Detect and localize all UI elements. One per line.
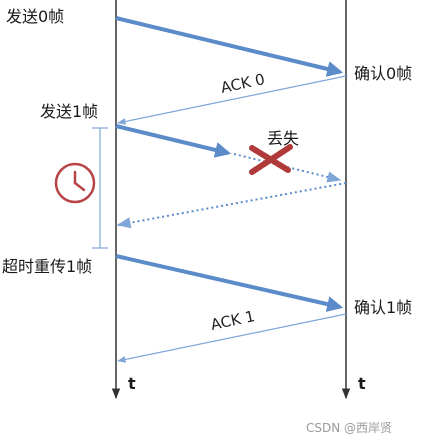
watermark: CSDN @西岸贤 xyxy=(306,421,392,435)
frame-0-arrow xyxy=(115,16,344,77)
frame-1-resend-arrow xyxy=(115,254,344,312)
label-confirm-frame-0: 确认0帧 xyxy=(354,64,412,83)
timeout-dotted xyxy=(116,182,347,229)
lost-frame-dotted xyxy=(233,153,342,183)
label-time-left: t xyxy=(128,374,136,393)
label-lost: 丢失 xyxy=(267,129,299,148)
ack-1-arrow xyxy=(117,313,347,363)
label-time-right: t xyxy=(358,374,366,393)
label-ack-0: ACK 0 xyxy=(219,70,266,97)
ack-0-arrow xyxy=(117,75,347,125)
clock-icon xyxy=(54,162,96,204)
label-ack-1: ACK 1 xyxy=(209,307,256,334)
label-send-frame-1: 发送1帧 xyxy=(40,102,98,121)
cross-icon xyxy=(249,144,293,175)
label-send-frame-0: 发送0帧 xyxy=(6,7,64,26)
frame-1-arrow xyxy=(115,124,232,158)
label-timeout-resend: 超时重传1帧 xyxy=(2,257,92,276)
label-confirm-frame-1: 确认1帧 xyxy=(354,298,412,317)
